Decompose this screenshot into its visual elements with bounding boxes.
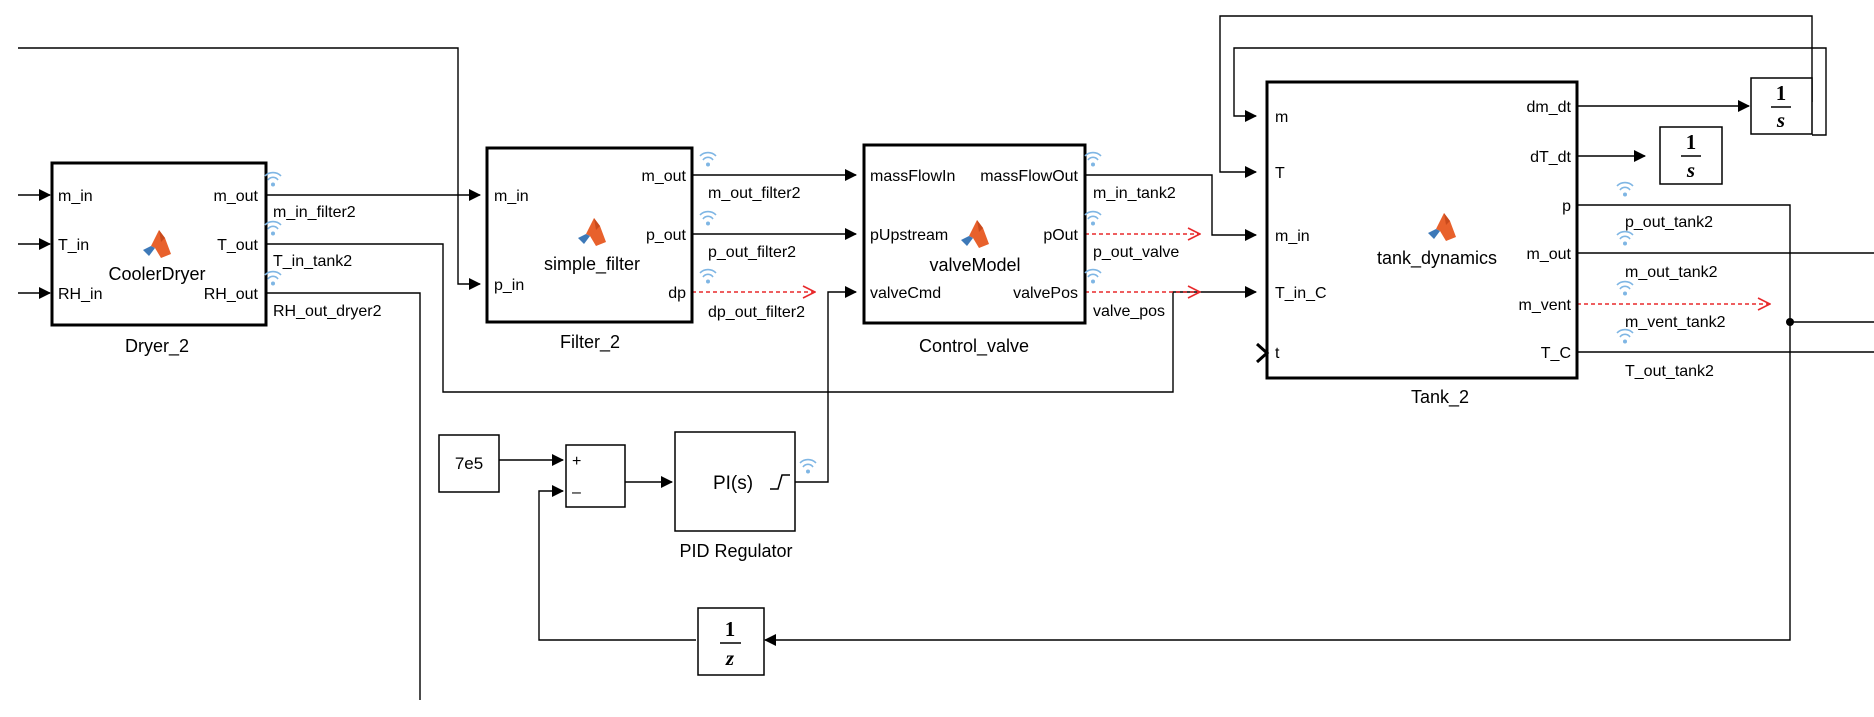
signal-logging-icon (699, 210, 717, 227)
dryer-in-t: T_in (58, 237, 89, 254)
dryer-in-m: m_in (58, 188, 93, 205)
tank-out-dm-dt: dm_dt (1527, 99, 1572, 116)
signal-p-out-valve: p_out_valve (1093, 244, 1179, 261)
signal-m-in-filter2: m_in_filter2 (273, 204, 356, 221)
filter-in-m: m_in (494, 188, 529, 205)
filter-out-dp: dp (668, 285, 686, 302)
tank-out-p: p (1562, 198, 1571, 215)
signal-logging-icon (1084, 151, 1102, 168)
unit-delay-block[interactable]: 1 z (697, 607, 765, 676)
filter-out-m: m_out (642, 168, 687, 185)
tank-out-m-out: m_out (1527, 246, 1572, 263)
valve-in-pupstream: pUpstream (870, 227, 948, 244)
filter-function-name: simple_filter (544, 254, 640, 275)
signal-t-in-tank2: T_in_tank2 (273, 253, 352, 270)
tank-out-m-vent: m_vent (1519, 297, 1572, 314)
tank-in-m: m (1275, 109, 1288, 126)
signal-p-out-tank2: p_out_tank2 (1625, 214, 1713, 231)
unconnected-signals (692, 234, 1770, 304)
signal-logging-icon (1616, 280, 1634, 297)
wires (18, 15, 1874, 700)
signal-m-out-filter2: m_out_filter2 (708, 185, 801, 202)
filter-block-name: Filter_2 (560, 332, 620, 353)
signal-logging-icon (1616, 181, 1634, 198)
signal-rh-out-dryer2: RH_out_dryer2 (273, 303, 382, 320)
valve-block[interactable]: massFlowIn pUpstream valveCmd massFlowOu… (862, 143, 1087, 325)
integrator-1-numerator: 1 (1776, 81, 1787, 105)
sum-block[interactable]: + – (565, 444, 626, 508)
signal-m-in-tank2: m_in_tank2 (1093, 185, 1176, 202)
dryer-in-rh: RH_in (58, 286, 102, 303)
signal-t-out-tank2: T_out_tank2 (1625, 363, 1714, 380)
integrator-block-1[interactable]: 1 s (1750, 77, 1813, 135)
pid-block-name: PID Regulator (679, 541, 792, 561)
tank-function-name: tank_dynamics (1377, 248, 1497, 269)
integrator-block-2[interactable]: 1 s (1659, 126, 1723, 185)
signal-m-vent-tank2: m_vent_tank2 (1625, 314, 1726, 331)
integrator-2-numerator: 1 (1686, 130, 1697, 154)
sum-minus-sign: – (572, 484, 581, 501)
signal-dp-out-filter2: dp_out_filter2 (708, 304, 805, 321)
valve-out-massflow: massFlowOut (980, 168, 1078, 185)
valve-out-pout: pOut (1043, 227, 1078, 244)
pid-block[interactable]: PI(s) (674, 431, 796, 532)
filter-block[interactable]: m_in p_in m_out p_out dp simple_filter (485, 146, 694, 324)
tank-out-dt-dt: dT_dt (1530, 149, 1571, 166)
tank-in-m-in: m_in (1275, 228, 1310, 245)
signal-logging-icon (1616, 230, 1634, 247)
tank-block-name: Tank_2 (1411, 387, 1469, 408)
tank-in-t-clock: t (1275, 345, 1280, 362)
tank-out-t-c: T_C (1541, 345, 1571, 362)
signal-logging-icon (1084, 268, 1102, 285)
valve-out-pos: valvePos (1013, 285, 1078, 302)
pid-label: PI(s) (713, 473, 753, 494)
signal-logging-icon (799, 458, 817, 475)
signal-p-out-filter2: p_out_filter2 (708, 244, 796, 261)
tank-in-t-in-c: T_in_C (1275, 285, 1327, 302)
delay-denominator: z (725, 646, 735, 670)
signal-logging-icon (699, 268, 717, 285)
tank-in-t: T (1275, 165, 1285, 182)
valve-in-cmd: valveCmd (870, 285, 941, 302)
sum-plus-sign: + (572, 453, 581, 470)
integrator-2-denominator: s (1686, 158, 1695, 182)
dryer-out-m: m_out (214, 188, 259, 205)
filter-out-p: p_out (646, 227, 687, 244)
filter-in-p: p_in (494, 277, 524, 294)
trigger-port-icon (1255, 342, 1270, 364)
dryer-function-name: CoolerDryer (108, 264, 205, 284)
integrator-1-denominator: s (1776, 108, 1785, 132)
valve-function-name: valveModel (929, 255, 1020, 275)
pi-step-icon (770, 474, 790, 490)
signal-labels: m_in_filter2 T_in_tank2 RH_out_dryer2 m_… (273, 185, 1726, 380)
delay-numerator: 1 (725, 617, 736, 641)
signal-logging-icon (1084, 210, 1102, 227)
dryer-block-name: Dryer_2 (125, 336, 189, 357)
dryer-out-rh: RH_out (204, 286, 259, 303)
dryer-out-t: T_out (217, 237, 258, 254)
constant-value: 7e5 (455, 454, 483, 473)
signal-valve-pos: valve_pos (1093, 303, 1165, 320)
signal-logging-icon (1616, 328, 1634, 345)
constant-block[interactable]: 7e5 (438, 434, 500, 493)
signal-logging-icon (699, 151, 717, 168)
signal-m-out-tank2: m_out_tank2 (1625, 264, 1718, 281)
tank-block[interactable]: m T m_in T_in_C t dm_dt dT_dt p m_out m_… (1255, 80, 1579, 380)
valve-block-name: Control_valve (919, 336, 1029, 357)
valve-in-massflow: massFlowIn (870, 168, 955, 185)
dryer-block[interactable]: m_in T_in RH_in m_out T_out RH_out Coole… (50, 161, 268, 327)
